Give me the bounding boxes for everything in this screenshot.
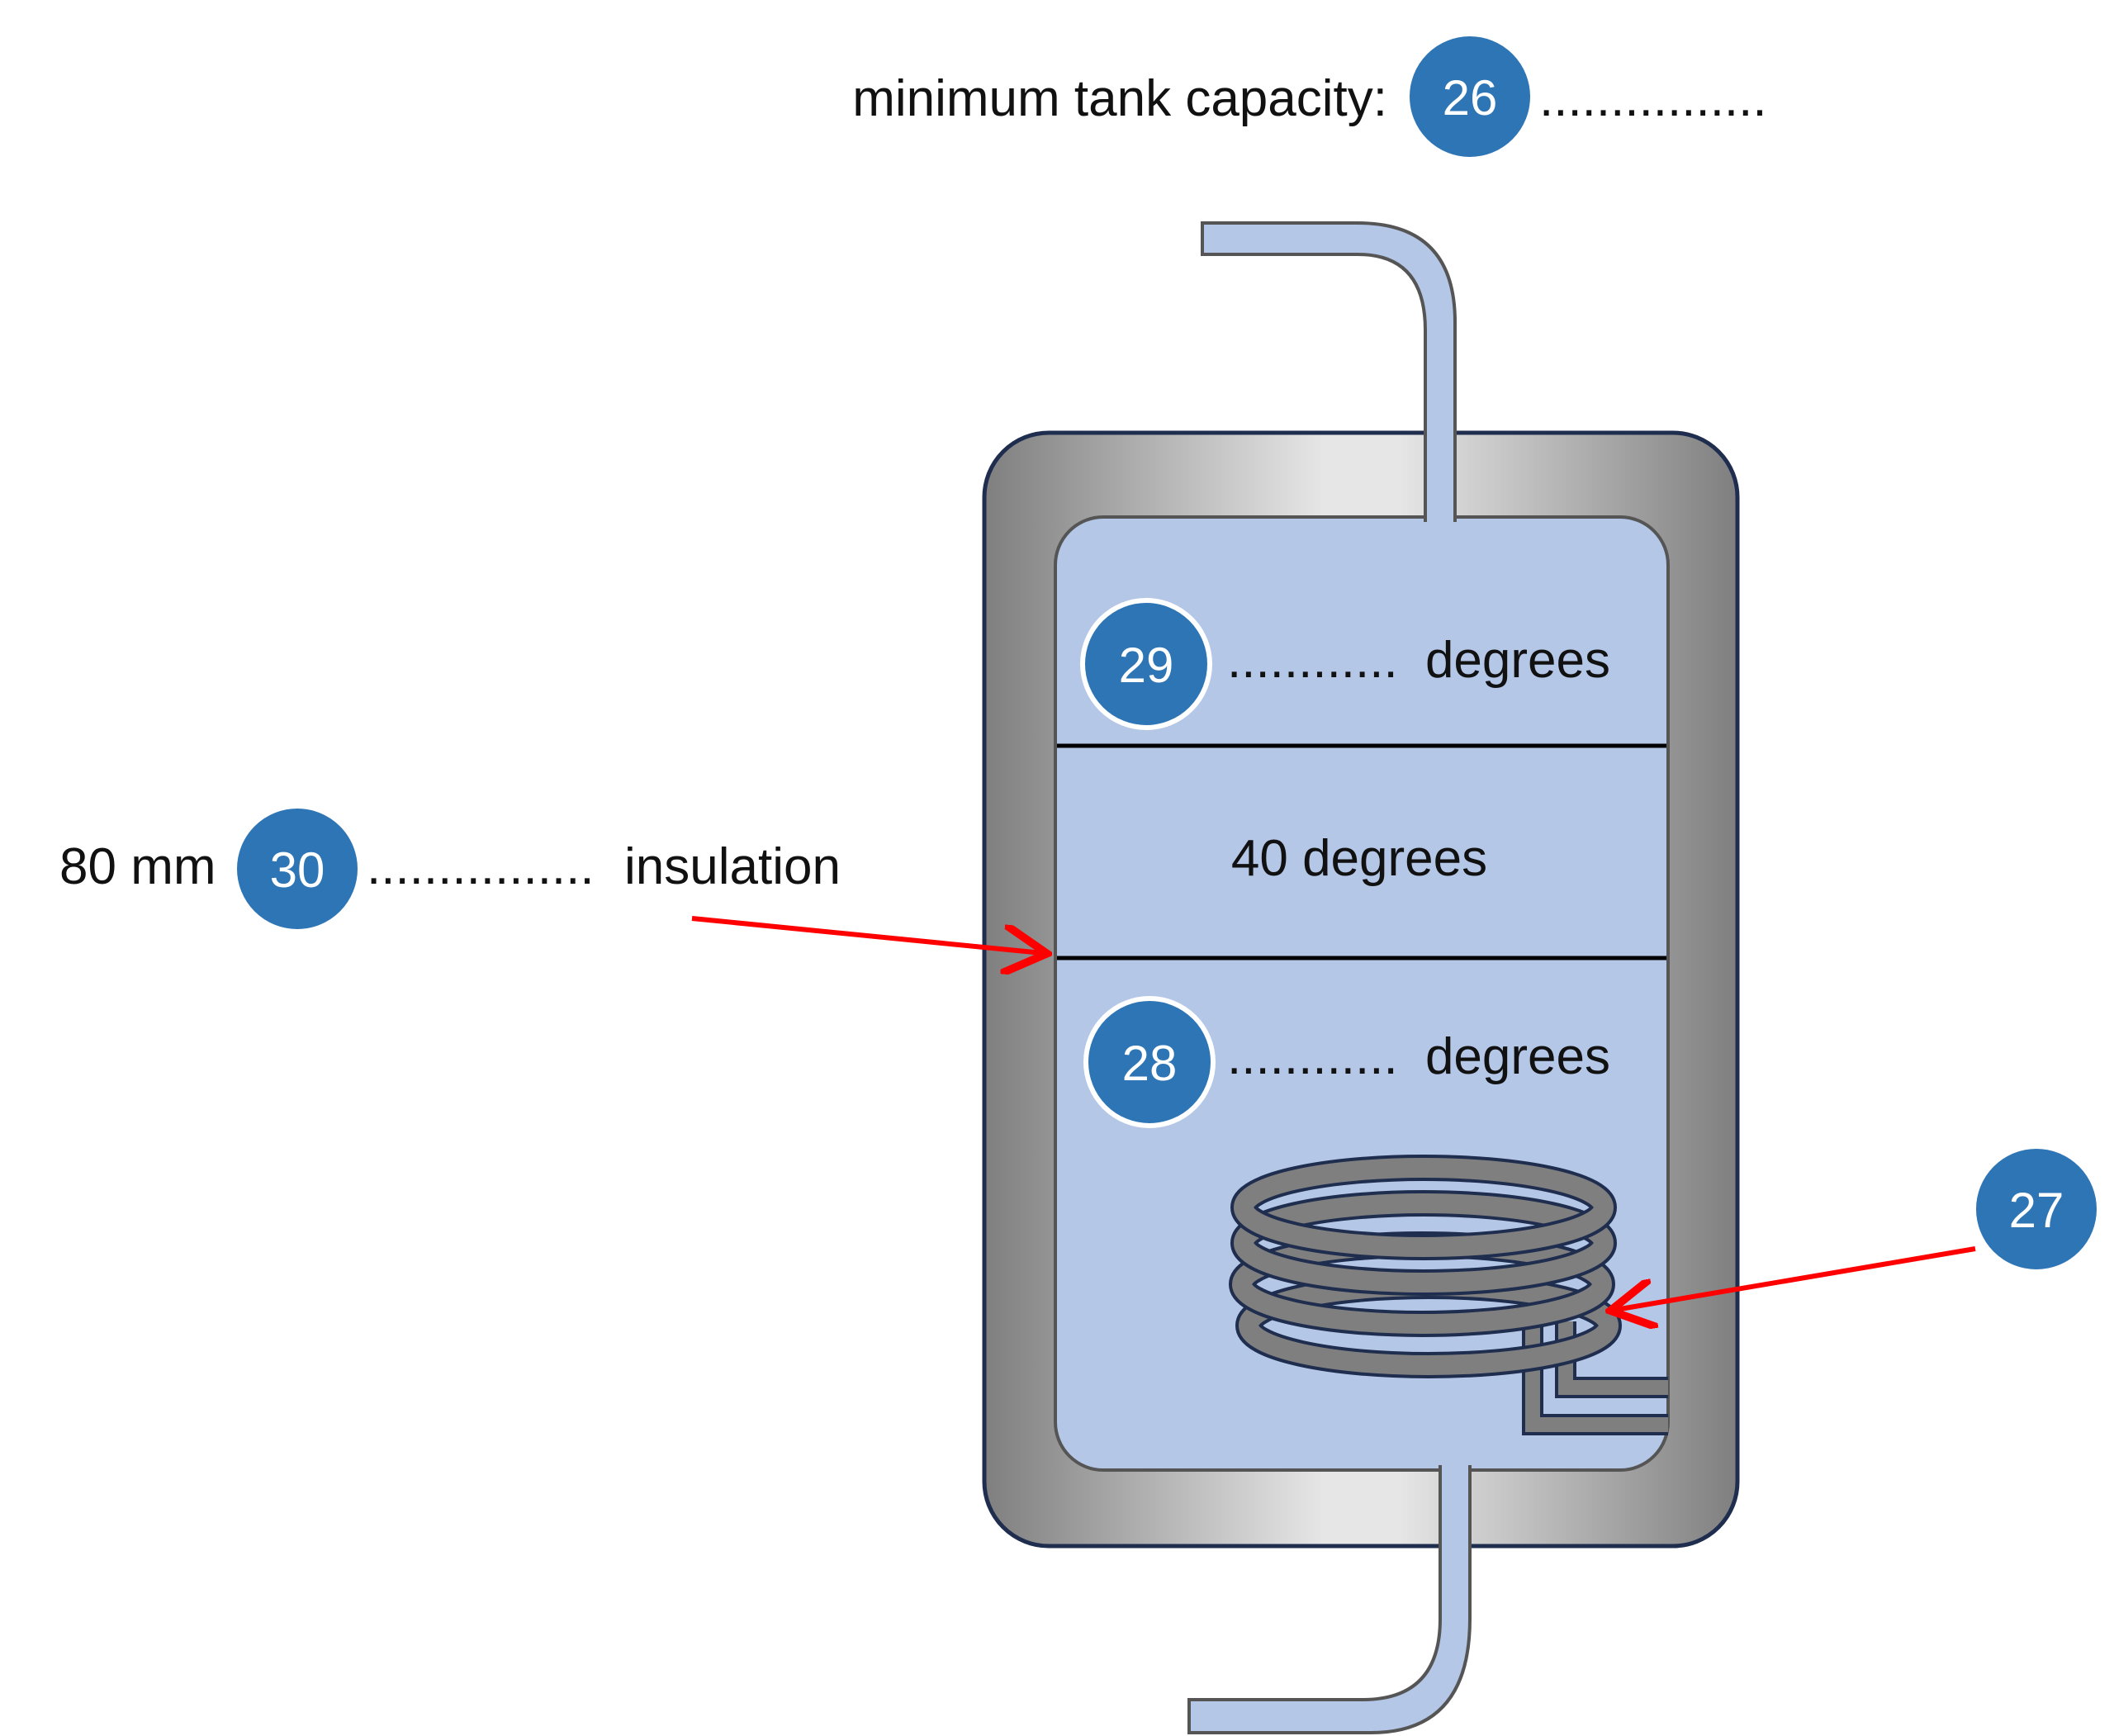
svg-text:30: 30	[270, 842, 325, 898]
insulation-arrow	[691, 916, 1042, 953]
bottom-temp-answer-blank: ............	[1227, 1028, 1398, 1085]
svg-text:26: 26	[1443, 70, 1498, 126]
coil-arrow	[1615, 1246, 1976, 1310]
question-badge-30: 30	[232, 804, 363, 934]
svg-text:28: 28	[1122, 1036, 1178, 1091]
top-temp-answer-blank: ............	[1227, 632, 1398, 689]
insulation-thickness-label: 80 mm	[59, 838, 216, 895]
question-badge-27: 27	[1971, 1144, 2102, 1274]
question-badge-29: 29	[1080, 598, 1212, 730]
insulation-suffix-label: insulation	[624, 838, 841, 895]
svg-text:29: 29	[1119, 638, 1174, 693]
top-temp-unit: degrees	[1425, 632, 1610, 689]
capacity-label: minimum tank capacity:	[852, 70, 1387, 127]
inlet-pipe	[1187, 1462, 1472, 1734]
question-badge-26: 26	[1405, 31, 1535, 162]
heating-coil-icon	[1229, 1155, 1622, 1378]
question-badge-28: 28	[1083, 996, 1216, 1128]
bottom-temp-unit: degrees	[1425, 1028, 1610, 1085]
insulation-answer-blank: ................	[367, 838, 595, 895]
middle-layer-temperature: 40 degrees	[1231, 830, 1487, 887]
svg-text:27: 27	[2009, 1183, 2064, 1238]
capacity-answer-blank: ................	[1539, 70, 1767, 127]
outlet-pipe	[1201, 221, 1457, 524]
